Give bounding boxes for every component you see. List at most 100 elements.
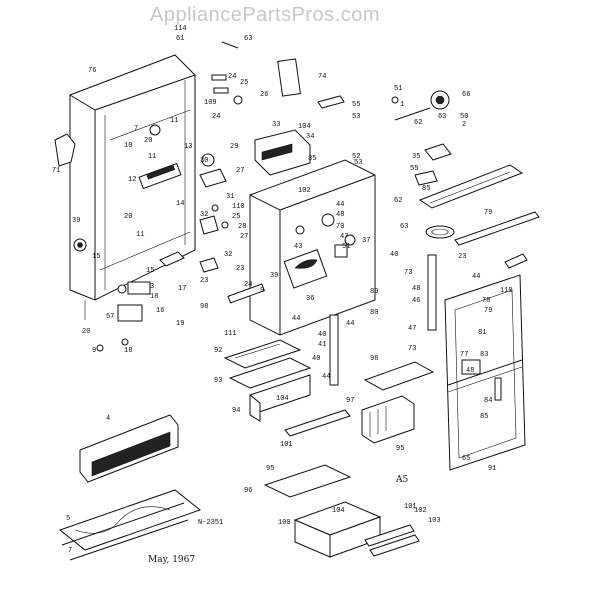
part-label: 71: [52, 167, 60, 175]
part-label: 51: [394, 85, 402, 93]
part-label: 63: [438, 113, 446, 121]
part-label: 62: [394, 197, 402, 205]
part-label: 93: [214, 377, 222, 385]
food-liner: [249, 159, 376, 336]
part-label: 53: [352, 113, 360, 121]
part-label: 26: [260, 91, 268, 99]
control-housing: [254, 95, 345, 176]
part-label: 66: [462, 91, 470, 99]
part-label: 40: [318, 331, 326, 339]
part-label: 24: [244, 281, 252, 289]
hinge-bar: [227, 283, 265, 304]
part-label: 98: [370, 355, 378, 363]
part-label: 12: [128, 176, 136, 184]
part-label: 55: [410, 165, 418, 173]
part-label: 32: [200, 211, 208, 219]
part-label: 74: [318, 73, 326, 81]
part-label: 9: [260, 287, 264, 295]
part-label: 102: [414, 507, 427, 515]
mullion-bar: [329, 314, 339, 386]
part-label: 96: [244, 487, 252, 495]
part-label: 73: [408, 345, 416, 353]
part-label: 3: [150, 283, 154, 291]
part-label: 27: [236, 167, 244, 175]
part-label: 109: [204, 99, 217, 107]
part-label: 95: [266, 465, 274, 473]
part-label: 53: [354, 159, 362, 167]
part-label: 41: [318, 341, 326, 349]
part-label: 5: [66, 515, 70, 523]
part-label: 24: [212, 113, 220, 121]
part-label: 48: [336, 211, 344, 219]
part-label: 11: [136, 231, 144, 239]
part-label: 57: [106, 313, 114, 321]
part-label: 104: [298, 123, 311, 131]
part-label: 37: [362, 237, 370, 245]
part-label: 48: [466, 367, 474, 375]
door-panel: [444, 274, 526, 471]
part-label: 103: [428, 517, 441, 525]
part-label: 24: [228, 73, 236, 81]
part-label: 85: [480, 413, 488, 421]
part-label: 34: [306, 133, 314, 141]
part-label: 50: [460, 113, 468, 121]
part-label: 92: [214, 347, 222, 355]
part-label: 47: [340, 233, 348, 241]
date-caption: May, 1967: [148, 555, 195, 565]
part-label: 114: [174, 25, 187, 33]
part-label: 44: [322, 373, 330, 381]
part-label: 27: [240, 233, 248, 241]
part-label: 61: [176, 35, 184, 43]
part-label: 31: [226, 193, 234, 201]
part-label: 36: [306, 295, 314, 303]
part-label: 110: [232, 203, 245, 211]
door-stop-strip: [427, 254, 437, 331]
part-label: 79: [484, 307, 492, 315]
part-label: 35: [308, 155, 316, 163]
part-label: 43: [294, 243, 302, 251]
part-label: 11: [148, 153, 156, 161]
part-label: 70: [336, 223, 344, 231]
part-label: 73: [404, 269, 412, 277]
part-number-labels: 76 71 39 15 10 7 20 11 11 13 12 20 14 11…: [52, 25, 513, 565]
part-label: 65: [462, 455, 470, 463]
part-label: 95: [396, 445, 404, 453]
part-label: 84: [484, 397, 492, 405]
part-label: 85: [422, 185, 430, 193]
part-label: 89: [370, 288, 378, 296]
part-label: 101: [280, 441, 293, 449]
part-label: 10: [124, 142, 132, 150]
part-label: 46: [412, 297, 420, 305]
part-label: 23: [200, 277, 208, 285]
left-side-parts: [54, 124, 185, 352]
part-label: 79: [484, 209, 492, 217]
grille-and-pan: [58, 414, 202, 561]
part-label: 51: [342, 243, 350, 251]
part-label: 11: [170, 117, 178, 125]
part-label: 102: [298, 187, 311, 195]
part-label: 7: [134, 125, 138, 133]
part-label: 83: [480, 351, 488, 359]
part-label: 111: [224, 330, 237, 338]
part-label: 48: [412, 285, 420, 293]
part-label: 80: [370, 309, 378, 317]
part-label: 25: [232, 213, 240, 221]
part-label: 104: [276, 395, 289, 403]
part-label: 40: [390, 251, 398, 259]
part-label: 20: [82, 328, 90, 336]
part-label: 44: [292, 315, 300, 323]
part-label: 47: [408, 325, 416, 333]
part-label: 30: [200, 157, 208, 165]
part-label: 77: [460, 351, 468, 359]
section-label: A5: [395, 475, 408, 485]
part-label: 39: [270, 272, 278, 280]
part-label: 20: [124, 213, 132, 221]
part-label: 110: [500, 287, 513, 295]
part-label: 32: [224, 251, 232, 259]
watermark: AppliancePartsPros.com: [150, 4, 380, 26]
part-label: 15: [146, 267, 154, 275]
part-label: 33: [272, 121, 280, 129]
part-label: 44: [472, 273, 480, 281]
part-label: 7: [68, 547, 72, 555]
